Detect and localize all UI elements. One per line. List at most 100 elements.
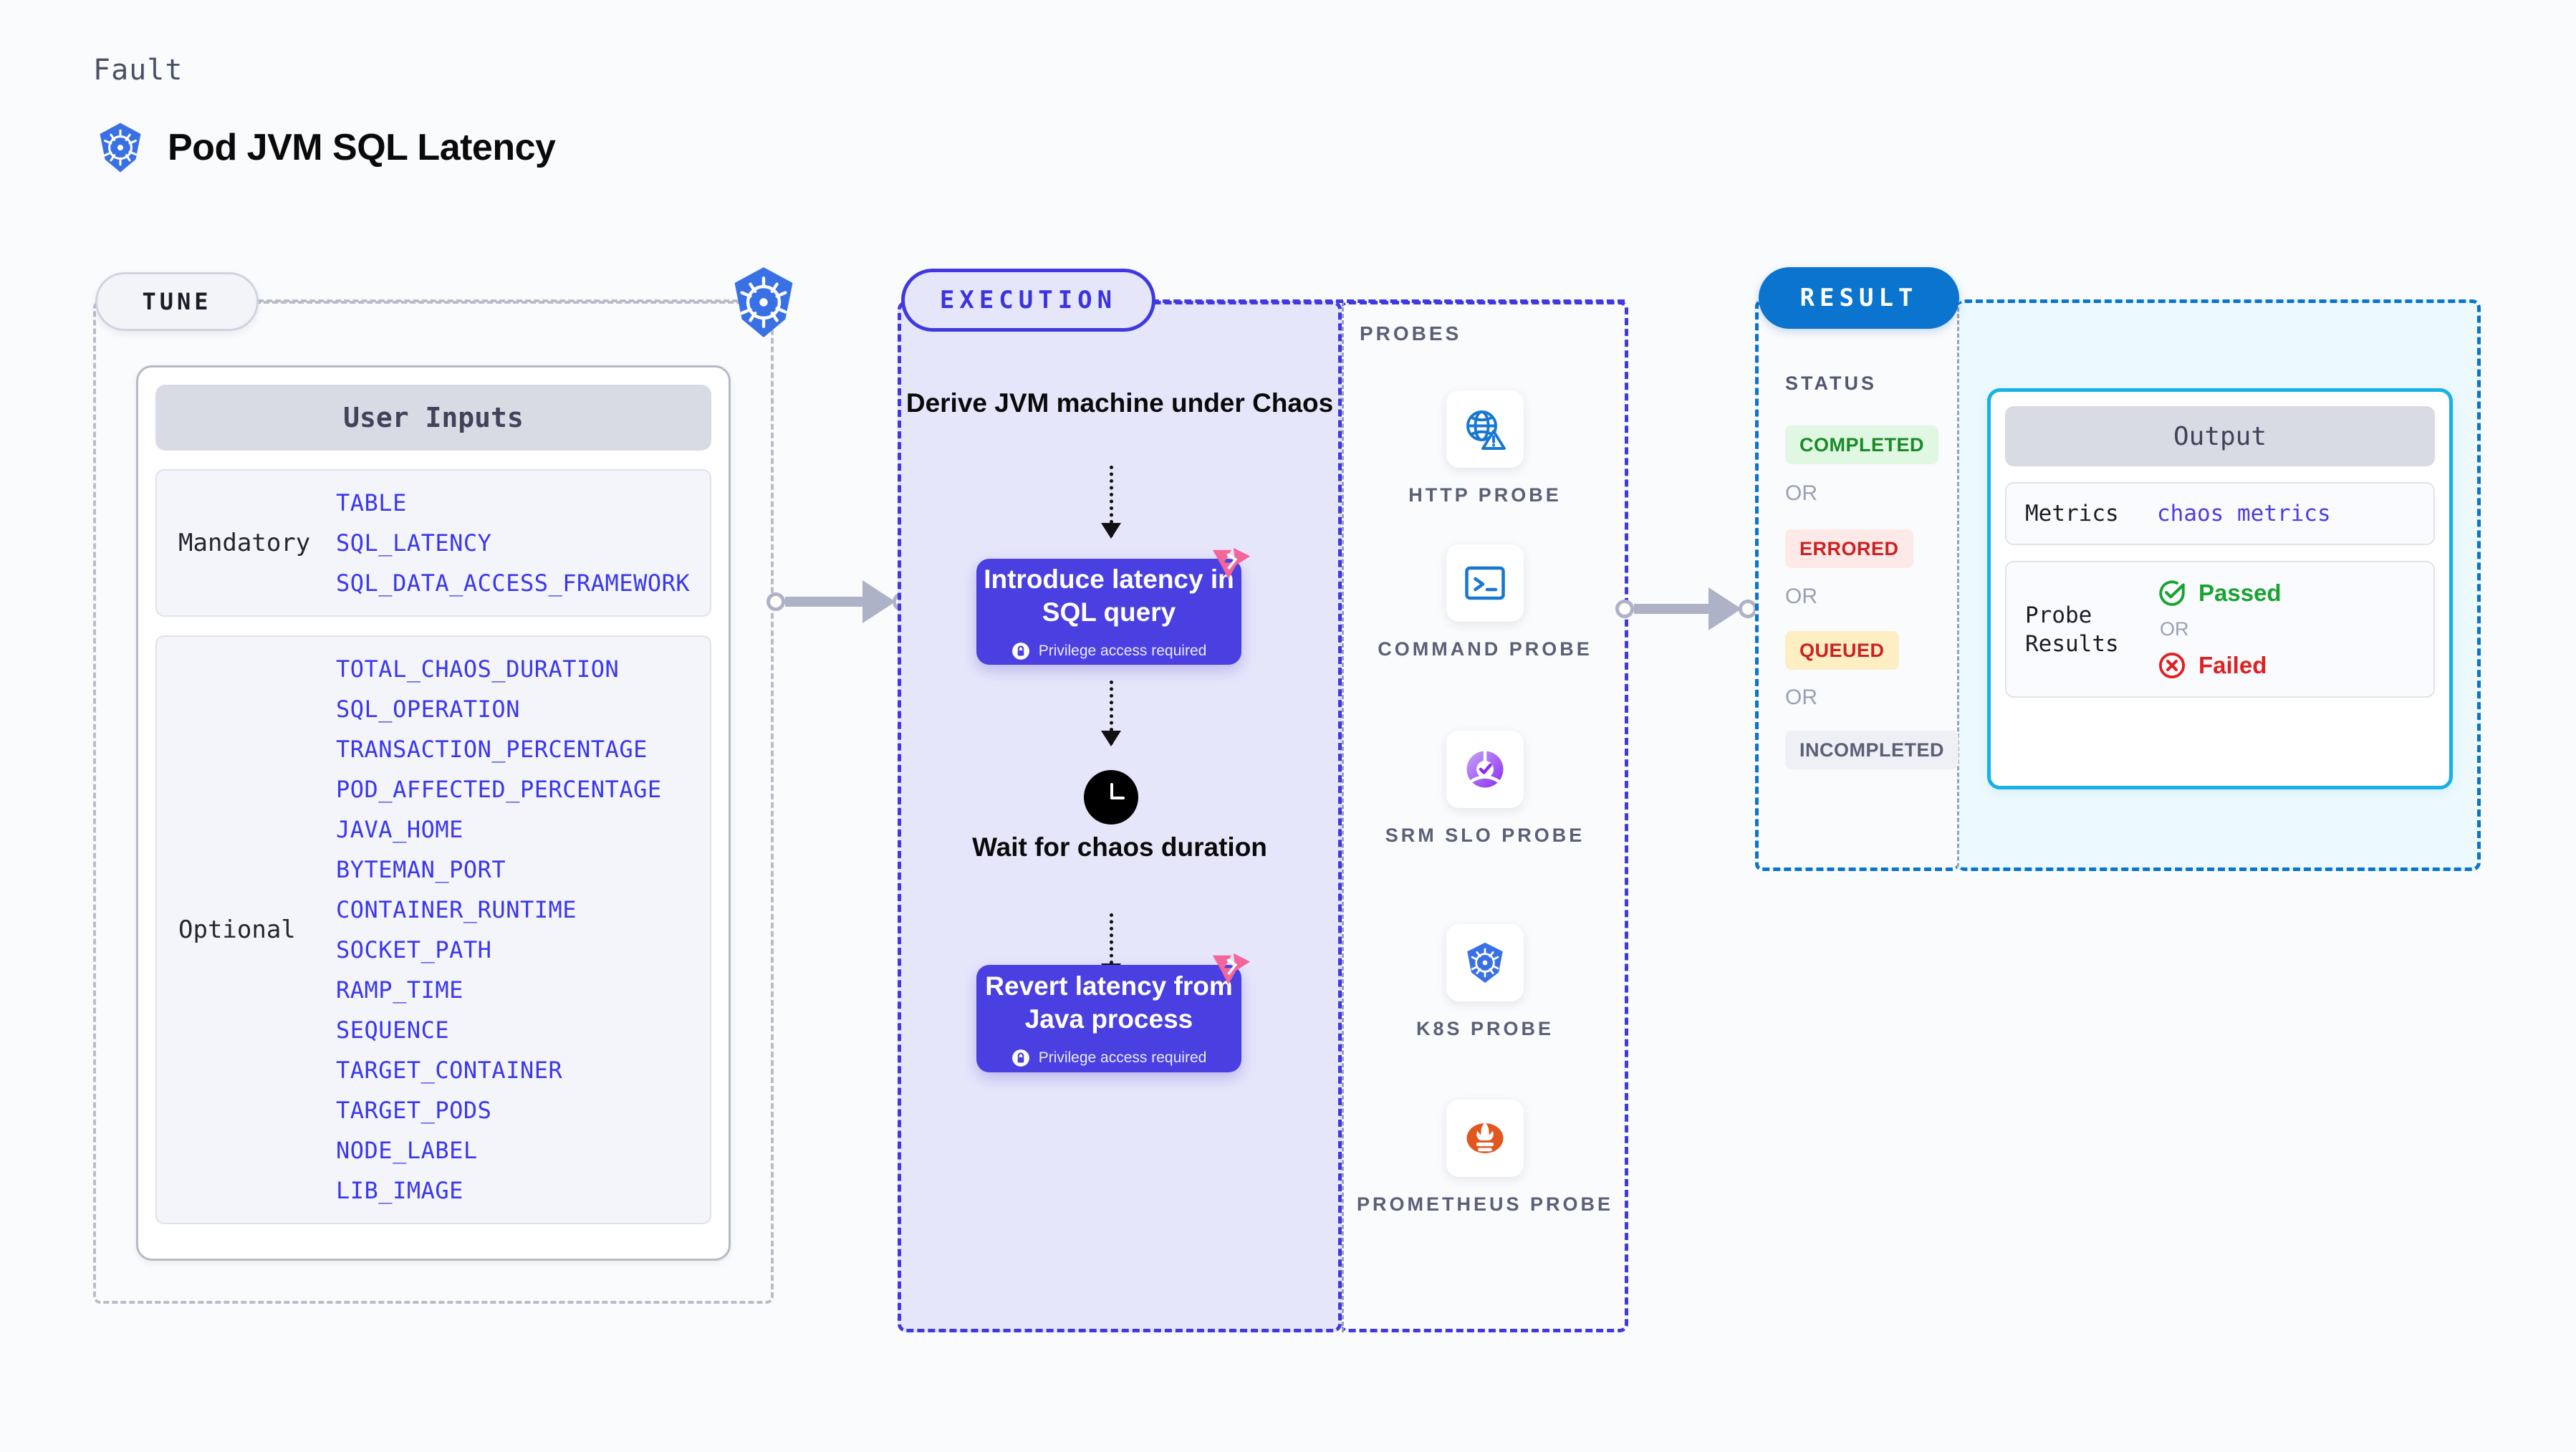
param-item[interactable]: RAMP_TIME (336, 976, 463, 1004)
flow-arrow-down (1101, 466, 1121, 539)
status-badge-errored: ERRORED (1785, 529, 1913, 568)
probe-label: PROMETHEUS PROBE (1356, 1193, 1614, 1215)
metrics-value[interactable]: chaos metrics (2157, 501, 2331, 527)
mandatory-params-block: Mandatory TABLE SQL_LATENCY SQL_DATA_ACC… (155, 469, 711, 617)
execution-step-derive-jvm: Derive JVM machine under Chaos (905, 388, 1334, 418)
execution-step-label: Introduce latency in SQL query (984, 564, 1234, 627)
param-item[interactable]: TOTAL_CHAOS_DURATION (336, 655, 620, 683)
connector-arrowhead (1708, 587, 1741, 630)
result-status-panel (1755, 299, 1959, 871)
clock-icon (1084, 770, 1138, 824)
kubernetes-icon (734, 267, 793, 337)
probe-results-key: Probe Results (2025, 602, 2119, 657)
param-group-kind: Mandatory (178, 529, 311, 557)
litmus-badge-icon (1212, 547, 1251, 580)
privilege-note: Privilege access required (1011, 642, 1206, 660)
probe-result-passed: Passed (2157, 578, 2282, 608)
probes-section-label: PROBES (1360, 322, 1462, 345)
probe-results-values: Passed OR Failed (2157, 578, 2282, 681)
failed-label: Failed (2198, 652, 2267, 679)
tune-panel (93, 301, 774, 1304)
connector-arrowhead (862, 580, 895, 623)
probe-label: K8S PROBE (1416, 1018, 1554, 1039)
connector-dot-left (1615, 600, 1634, 618)
check-circle-icon (2159, 580, 2185, 607)
probes-divider (1342, 301, 1344, 1332)
param-item[interactable]: SOCKET_PATH (336, 936, 492, 963)
param-item[interactable]: SQL_OPERATION (336, 696, 520, 723)
kubernetes-icon (1467, 942, 1503, 984)
probe-item-command[interactable]: COMMAND PROBE (1342, 544, 1628, 662)
fault-eyebrow-label: Fault (93, 54, 183, 87)
passed-label: Passed (2198, 580, 2282, 607)
litmus-badge-icon (1212, 953, 1251, 985)
status-section-label: STATUS (1785, 372, 1877, 394)
status-or-label: OR (1785, 585, 1817, 608)
probe-item-http[interactable]: HTTP PROBE (1342, 390, 1628, 508)
status-or-label: OR (1785, 686, 1817, 709)
execution-step-introduce-latency[interactable]: Introduce latency in SQL query Privilege… (976, 559, 1241, 665)
param-item[interactable]: POD_AFFECTED_PERCENTAGE (336, 776, 662, 803)
param-item[interactable]: SEQUENCE (336, 1016, 450, 1044)
execution-step-revert-latency[interactable]: Revert latency from Java process Privile… (976, 965, 1241, 1072)
mandatory-param-list: TABLE SQL_LATENCY SQL_DATA_ACCESS_FRAMEW… (336, 489, 690, 597)
privilege-text: Privilege access required (1038, 1049, 1207, 1067)
page-title: Pod JVM SQL Latency (168, 127, 556, 168)
param-item[interactable]: TARGET_CONTAINER (336, 1057, 563, 1084)
output-card: Output Metrics chaos metrics Probe Resul… (1987, 388, 2453, 789)
user-inputs-card: User Inputs Mandatory TABLE SQL_LATENCY … (136, 365, 731, 1261)
param-item[interactable]: NODE_LABEL (336, 1137, 478, 1164)
execution-to-result-connector (1615, 587, 1757, 630)
metrics-key: Metrics (2025, 501, 2119, 527)
connector-bar (785, 597, 864, 607)
lock-icon (1011, 1049, 1029, 1067)
param-item[interactable]: TRANSACTION_PERCENTAGE (336, 736, 648, 763)
output-metrics-row: Metrics chaos metrics (2005, 482, 2435, 546)
probe-tile (1446, 1100, 1524, 1177)
param-item[interactable]: CONTAINER_RUNTIME (336, 896, 577, 923)
probe-label: SRM SLO PROBE (1385, 824, 1585, 846)
probe-item-prometheus[interactable]: PROMETHEUS PROBE (1342, 1100, 1628, 1217)
kubernetes-icon (100, 122, 141, 173)
param-item[interactable]: TABLE (336, 489, 407, 516)
execution-connector-dashes (1152, 299, 1625, 303)
status-badge-queued: QUEUED (1785, 631, 1899, 670)
probe-item-srm-slo[interactable]: SRM SLO PROBE (1342, 731, 1628, 848)
param-item[interactable]: JAVA_HOME (336, 816, 463, 843)
srm-slo-icon (1466, 751, 1504, 788)
connector-dot-left (766, 592, 785, 611)
param-item[interactable]: BYTEMAN_PORT (336, 856, 506, 883)
globe-warning-icon (1466, 410, 1506, 450)
user-inputs-title: User Inputs (155, 385, 711, 451)
tune-connector-dashes (258, 299, 738, 302)
probe-item-k8s[interactable]: K8S PROBE (1342, 924, 1628, 1042)
tune-to-execution-connector (766, 580, 911, 623)
param-item[interactable]: LIB_IMAGE (336, 1177, 463, 1204)
lock-icon (1011, 643, 1029, 660)
tune-pill[interactable]: TUNE (95, 272, 259, 331)
terminal-icon (1465, 566, 1505, 600)
result-pill[interactable]: RESULT (1759, 267, 1959, 329)
optional-params-block: Optional TOTAL_CHAOS_DURATION SQL_OPERAT… (155, 635, 711, 1224)
page-title-row: Pod JVM SQL Latency (93, 120, 556, 175)
flow-arrow-down (1101, 681, 1121, 746)
execution-pill[interactable]: EXECUTION (901, 269, 1155, 332)
privilege-note: Privilege access required (1011, 1049, 1207, 1067)
status-badge-completed: COMPLETED (1785, 425, 1939, 464)
probe-tile (1446, 544, 1524, 622)
probe-tile (1446, 731, 1524, 808)
probe-tile (1446, 924, 1524, 1001)
param-item[interactable]: SQL_LATENCY (336, 529, 492, 557)
param-item[interactable]: TARGET_PODS (336, 1097, 492, 1124)
output-probe-results-row: Probe Results Passed OR Faile (2005, 561, 2435, 698)
param-item[interactable]: SQL_DATA_ACCESS_FRAMEWORK (336, 569, 691, 597)
execution-step-label: Revert latency from Java process (985, 971, 1233, 1034)
output-title: Output (2005, 406, 2435, 466)
prometheus-icon (1466, 1122, 1504, 1153)
optional-param-list: TOTAL_CHAOS_DURATION SQL_OPERATION TRANS… (336, 655, 662, 1204)
probe-label: HTTP PROBE (1408, 484, 1562, 506)
probe-result-or-label: OR (2160, 618, 2189, 640)
status-or-label: OR (1785, 481, 1817, 505)
x-circle-icon (2158, 653, 2186, 679)
